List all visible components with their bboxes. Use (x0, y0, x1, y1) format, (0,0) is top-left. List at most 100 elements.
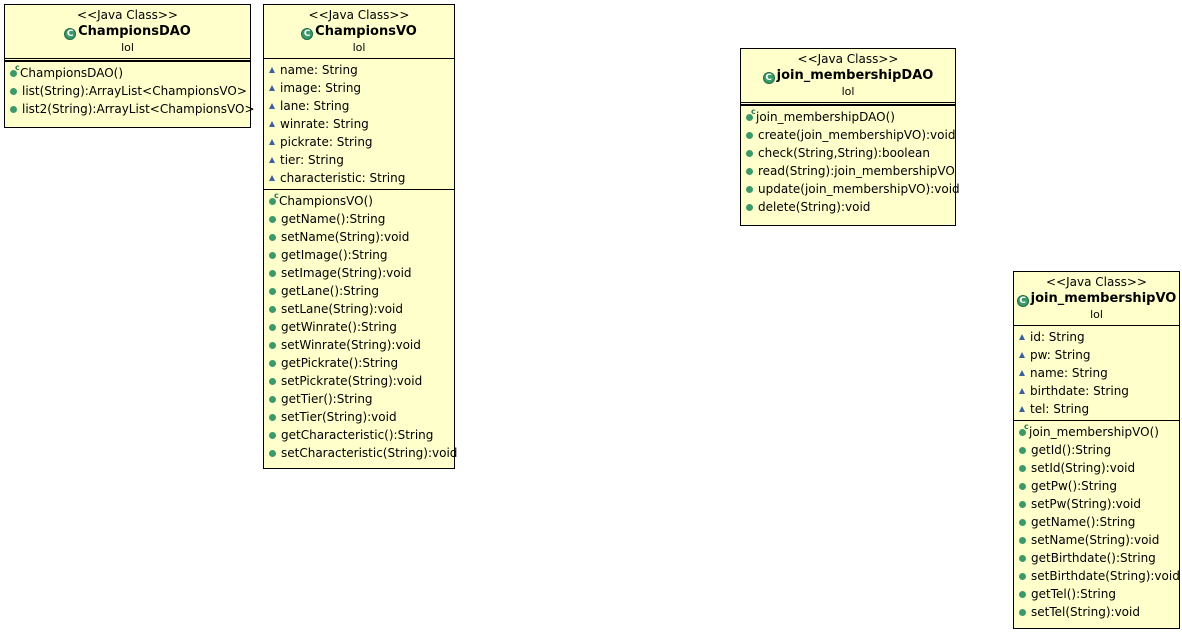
public-method-icon (746, 186, 753, 193)
package-field-icon (269, 139, 275, 145)
method-row[interactable]: setName(String):void (1014, 531, 1179, 549)
public-method-icon (269, 414, 276, 421)
method-label: join_membershipDAO() (756, 110, 895, 124)
public-method-icon (10, 106, 17, 113)
method-row[interactable]: getName():String (1014, 513, 1179, 531)
package-field-icon (269, 85, 275, 91)
method-row[interactable]: setWinrate(String):void (264, 336, 454, 354)
method-row[interactable]: list(String):ArrayList<ChampionsVO> (5, 82, 250, 100)
method-row[interactable]: getImage():String (264, 246, 454, 264)
method-row[interactable]: setTier(String):void (264, 408, 454, 426)
method-row[interactable]: update(join_membershipVO):void (741, 180, 960, 198)
method-row[interactable]: setTel(String):void (1014, 603, 1179, 621)
stereotype-label: <<Java Class>> (797, 52, 899, 66)
public-method-icon (269, 396, 276, 403)
field-label: name: String (1030, 366, 1108, 380)
public-method-icon (269, 252, 276, 259)
constructor-icon (10, 64, 20, 77)
method-row[interactable]: setPw(String):void (1014, 495, 1179, 513)
package-field-icon (269, 103, 275, 109)
method-row[interactable]: setCharacteristic(String):void (264, 444, 457, 462)
public-method-icon (269, 306, 276, 313)
methods-section: ChampionsDAO()list(String):ArrayList<Cha… (5, 61, 255, 120)
method-row[interactable]: getBirthdate():String (1014, 549, 1179, 567)
field-row[interactable]: birthdate: String (1014, 382, 1179, 400)
method-row[interactable]: setBirthdate(String):void (1014, 567, 1180, 585)
package-field-icon (1019, 406, 1025, 412)
field-row[interactable]: name: String (1014, 364, 1179, 382)
field-row[interactable]: id: String (1014, 328, 1179, 346)
package-label: lol (1090, 308, 1103, 321)
method-label: setName(String):void (281, 230, 410, 244)
field-row[interactable]: pickrate: String (264, 133, 454, 151)
method-row[interactable]: getId():String (1014, 441, 1179, 459)
public-method-icon (10, 88, 17, 95)
field-row[interactable]: pw: String (1014, 346, 1179, 364)
method-row[interactable]: getPickrate():String (264, 354, 454, 372)
constructor-row[interactable]: join_membershipVO() (1014, 423, 1179, 441)
field-row[interactable]: image: String (264, 79, 454, 97)
method-row[interactable]: delete(String):void (741, 198, 955, 216)
method-row[interactable]: getTel():String (1014, 585, 1179, 603)
constructor-icon (746, 108, 756, 121)
method-row[interactable]: getTier():String (264, 390, 454, 408)
public-method-icon (269, 450, 276, 457)
field-label: pickrate: String (280, 135, 373, 149)
package-field-icon (1019, 370, 1025, 376)
method-row[interactable]: list2(String):ArrayList<ChampionsVO> (5, 100, 255, 118)
method-label: getCharacteristic():String (281, 428, 434, 442)
class-icon: C (762, 72, 775, 84)
field-row[interactable]: winrate: String (264, 115, 454, 133)
package-label: lol (352, 41, 366, 54)
package-field-icon (269, 175, 275, 181)
method-label: getWinrate():String (281, 320, 397, 334)
public-method-icon (1019, 573, 1026, 580)
public-method-icon (269, 270, 276, 277)
method-label: getPw():String (1031, 479, 1117, 493)
method-label: read(String):join_membershipVO (758, 164, 955, 178)
method-row[interactable]: setLane(String):void (264, 300, 454, 318)
constructor-row[interactable]: ChampionsVO() (264, 192, 454, 210)
method-row[interactable]: setName(String):void (264, 228, 454, 246)
method-row[interactable]: setImage(String):void (264, 264, 454, 282)
method-row[interactable]: getPw():String (1014, 477, 1179, 495)
method-label: create(join_membershipVO):void (758, 128, 956, 142)
method-label: update(join_membershipVO):void (758, 182, 960, 196)
field-row[interactable]: tel: String (1014, 400, 1179, 418)
method-row[interactable]: getName():String (264, 210, 454, 228)
fields-section: name: String image: String lane: String win… (264, 58, 454, 189)
field-row[interactable]: name: String (264, 61, 454, 79)
method-label: getTier():String (281, 392, 373, 406)
field-row[interactable]: characteristic: String (264, 169, 454, 187)
method-row[interactable]: read(String):join_membershipVO (741, 162, 955, 180)
public-method-icon (1019, 465, 1026, 472)
field-label: winrate: String (280, 117, 369, 131)
method-row[interactable]: getLane():String (264, 282, 454, 300)
class-icon: C (301, 28, 314, 40)
method-row[interactable]: create(join_membershipVO):void (741, 126, 955, 144)
method-row[interactable]: check(String,String):boolean (741, 144, 955, 162)
field-row[interactable]: lane: String (264, 97, 454, 115)
package-field-icon (1019, 352, 1025, 358)
field-label: lane: String (280, 99, 350, 113)
method-row[interactable]: getCharacteristic():String (264, 426, 454, 444)
package-label: lol (841, 85, 855, 98)
constructor-row[interactable]: ChampionsDAO() (5, 64, 250, 82)
method-row[interactable]: setPickrate(String):void (264, 372, 454, 390)
field-row[interactable]: tier: String (264, 151, 454, 169)
method-label: join_membershipVO() (1029, 425, 1159, 439)
constructor-row[interactable]: join_membershipDAO() (741, 108, 955, 126)
method-row[interactable]: setId(String):void (1014, 459, 1179, 477)
public-method-icon (269, 342, 276, 349)
method-row[interactable]: getWinrate():String (264, 318, 454, 336)
method-label: setId(String):void (1031, 461, 1136, 475)
public-method-icon (746, 132, 753, 139)
fields-section (741, 102, 955, 105)
field-label: image: String (280, 81, 362, 95)
